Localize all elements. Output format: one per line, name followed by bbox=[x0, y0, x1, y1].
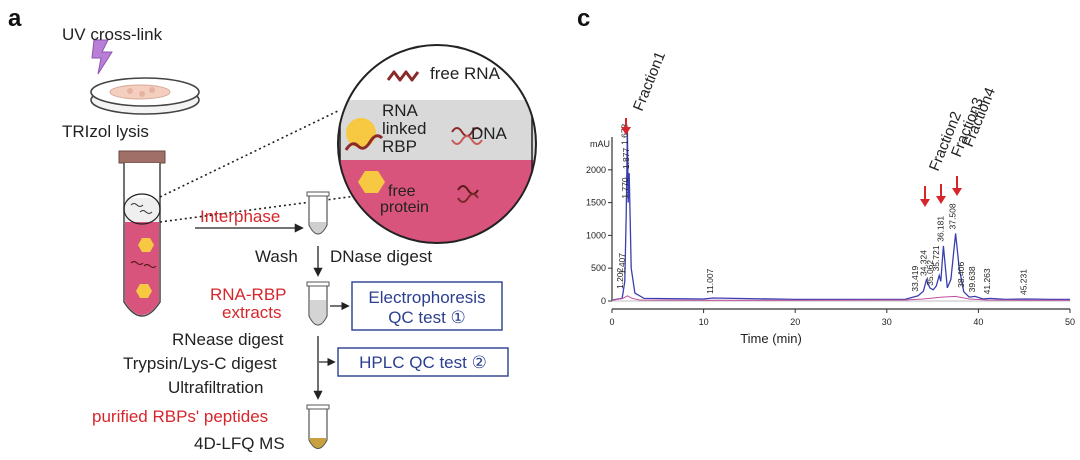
peak-label: 35.721 bbox=[931, 245, 941, 271]
final-tube-icon bbox=[306, 404, 330, 450]
peak-label: 33.419 bbox=[910, 265, 920, 291]
dna-helix-pink-icon bbox=[457, 185, 479, 203]
x-tick-label: 20 bbox=[790, 317, 800, 327]
x-tick-label: 10 bbox=[699, 317, 709, 327]
peak-label: 36.181 bbox=[935, 216, 945, 242]
free-protein-label-line1: free bbox=[388, 183, 416, 200]
interphase-tube-icon bbox=[306, 191, 330, 235]
fraction-label: Fraction1 bbox=[630, 49, 669, 113]
zoom-line-top bbox=[159, 109, 341, 198]
chromatogram-series-1 bbox=[611, 130, 1070, 301]
fraction-arrowhead bbox=[621, 127, 631, 135]
peak-label: 39.638 bbox=[967, 266, 977, 292]
rna-linked-label-line2: linked bbox=[382, 119, 426, 138]
fraction-arrowhead bbox=[936, 196, 946, 204]
rna-linked-label-line3: RBP bbox=[382, 137, 417, 156]
free-rna-icon bbox=[386, 70, 420, 82]
qc2-label: HPLC QC test ② bbox=[359, 353, 487, 372]
y-tick-label: 2000 bbox=[586, 165, 606, 175]
free-protein-label-line2: protein bbox=[380, 199, 429, 216]
purified-label: purified RBPs' peptides bbox=[92, 407, 268, 426]
qc2-box bbox=[337, 347, 509, 377]
y-tick-label: 0 bbox=[601, 296, 606, 306]
y-tick-label: 1000 bbox=[586, 230, 606, 240]
peak-label: 1.678 bbox=[619, 123, 629, 145]
rnase-label: RNease digest bbox=[172, 330, 284, 349]
qc1-label-line1: Electrophoresis bbox=[368, 288, 485, 307]
peak-label: 1.407 bbox=[617, 253, 627, 275]
extracts-label-line2: extracts bbox=[222, 303, 282, 322]
test-tube-icon bbox=[118, 150, 166, 317]
chromatogram-series-2 bbox=[611, 295, 1071, 301]
peak-label: 1.770 bbox=[620, 177, 630, 199]
dna-label: DNA bbox=[471, 124, 508, 143]
ultrafiltration-label: Ultrafiltration bbox=[168, 378, 263, 397]
rbp-protein-icon bbox=[346, 118, 376, 148]
peak-label: 1.202 bbox=[615, 267, 625, 289]
uv-lightning-icon bbox=[91, 39, 113, 75]
peak-label: 41.263 bbox=[982, 268, 992, 294]
y-tick-label: 1500 bbox=[586, 198, 606, 208]
fraction-arrowhead bbox=[952, 188, 962, 196]
peak-label: 11.007 bbox=[705, 268, 715, 294]
free-protein-icon bbox=[358, 171, 385, 193]
uv-crosslink-label: UV cross-link bbox=[62, 25, 163, 44]
x-tick-label: 0 bbox=[609, 317, 614, 327]
y-axis-unit-label: mAU bbox=[590, 139, 610, 149]
peak-label: 35.062 bbox=[925, 260, 935, 286]
peak-label: 34.324 bbox=[918, 250, 928, 276]
linked-rna-icon bbox=[344, 134, 384, 151]
panel-c-label: c bbox=[577, 5, 590, 32]
peak-label: 37.508 bbox=[948, 203, 958, 229]
peak-label: 1.877 bbox=[621, 148, 631, 170]
chart-lines bbox=[611, 130, 1071, 301]
wash-label: Wash bbox=[255, 247, 298, 266]
rna-linked-label-line1: RNA bbox=[382, 101, 419, 120]
dnase-label: DNase digest bbox=[330, 247, 432, 266]
x-tick-label: 30 bbox=[882, 317, 892, 327]
extracts-label-line1: RNA-RBP bbox=[210, 285, 287, 304]
ms-label: 4D-LFQ MS bbox=[194, 434, 285, 453]
panel-a-label: a bbox=[8, 5, 22, 32]
y-tick-label: 500 bbox=[591, 263, 606, 273]
petri-dish-icon bbox=[90, 77, 200, 115]
x-axis-title: Time (min) bbox=[740, 331, 802, 346]
x-tick-label: 40 bbox=[973, 317, 983, 327]
free-rna-label: free RNA bbox=[430, 64, 501, 83]
dna-helix-icon bbox=[451, 127, 483, 145]
x-tick-label: 50 bbox=[1065, 317, 1075, 327]
peak-label: 38.406 bbox=[956, 262, 966, 288]
trypsin-label: Trypsin/Lys-C digest bbox=[123, 354, 277, 373]
peak-label: 45.231 bbox=[1018, 269, 1028, 295]
fraction-arrowhead bbox=[920, 199, 930, 207]
extracts-tube-icon bbox=[306, 281, 330, 326]
trizol-lysis-label: TRIzol lysis bbox=[62, 122, 149, 141]
qc1-label-line2: QC test ① bbox=[388, 308, 466, 327]
qc1-box bbox=[351, 281, 503, 331]
interphase-label: Interphase bbox=[200, 207, 280, 226]
